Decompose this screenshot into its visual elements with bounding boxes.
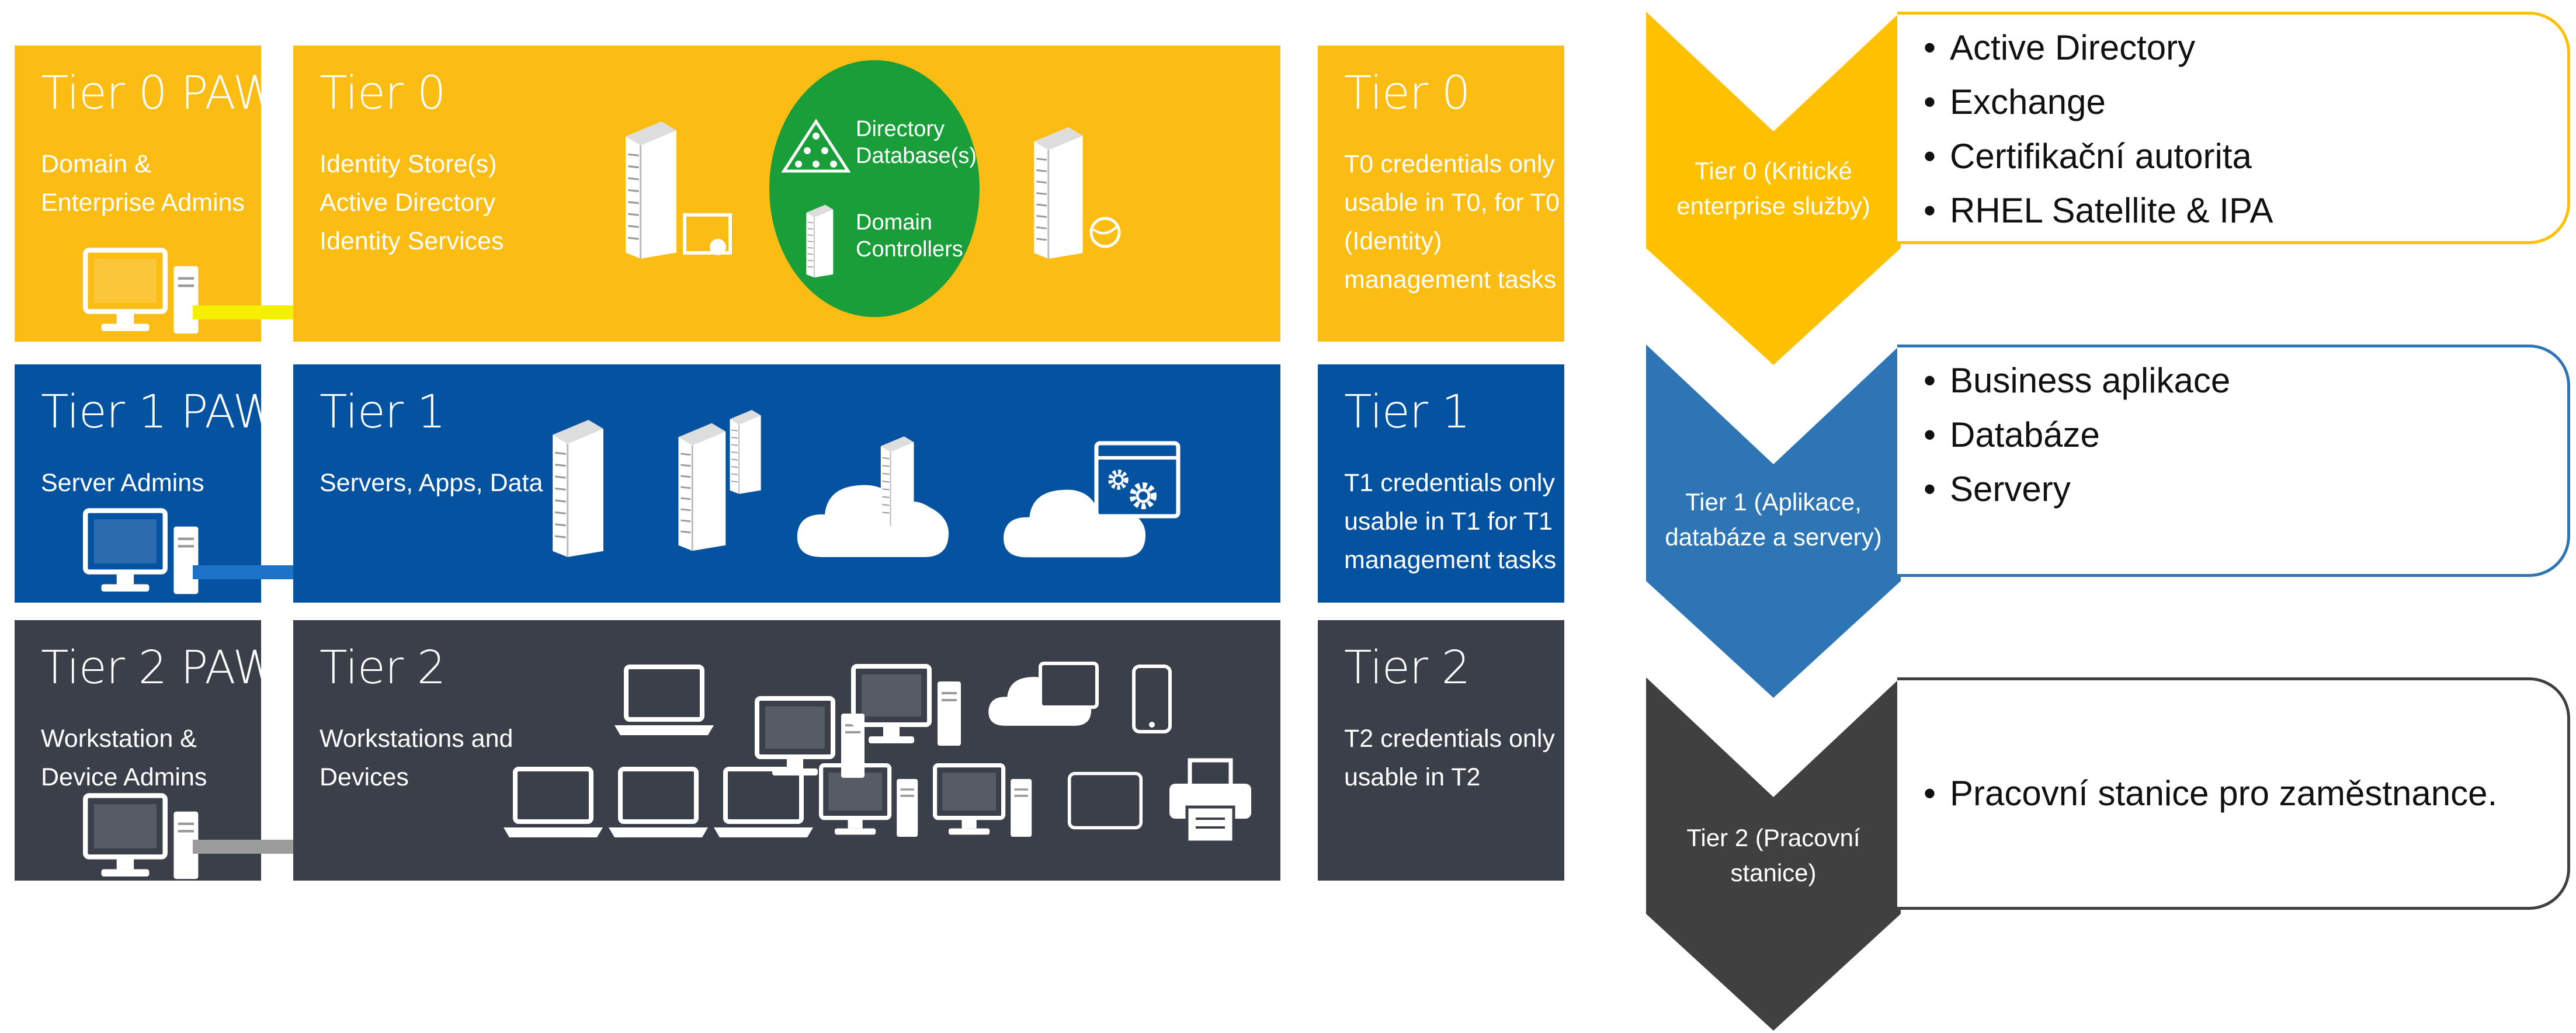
tier1-credentials-subtitle: T1 credentials only usable in T1 for T1 … bbox=[1344, 469, 1557, 574]
tier0-items-box: Active Directory Exchange Certifikační a… bbox=[1897, 12, 2570, 244]
tier2-title: Tier 2 bbox=[320, 642, 446, 694]
desktop-icon bbox=[933, 763, 1038, 842]
tier2-item: Pracovní stanice pro zaměstnance. bbox=[1924, 766, 2497, 820]
tier1-chevron-label: Tier 1 (Aplikace, databáze a servery) bbox=[1665, 488, 1882, 551]
tier2-subtitle: Workstations and Devices bbox=[320, 725, 513, 791]
tablet-icon bbox=[1039, 662, 1099, 709]
tier0-item: Active Directory bbox=[1924, 20, 2273, 75]
tier0-box: Tier 0 Identity Store(s) Active Director… bbox=[293, 46, 1280, 342]
globe-icon bbox=[1089, 217, 1121, 248]
tier0-title: Tier 0 bbox=[320, 67, 446, 120]
tier1-paw-title: Tier 1 PAW bbox=[41, 386, 277, 439]
domain-controller-icon bbox=[799, 203, 839, 279]
tier1-box: Tier 1 Servers, Apps, Data bbox=[293, 364, 1280, 603]
tier2-items-box: Pracovní stanice pro zaměstnance. bbox=[1897, 677, 2570, 910]
tier0-chevron-label: Tier 0 (Kritické enterprise služby) bbox=[1676, 157, 1870, 220]
tier0-credentials-box: Tier 0 T0 credentials only usable in T0,… bbox=[1318, 46, 1564, 342]
desktop-icon bbox=[819, 763, 924, 842]
tier1-items-box: Business aplikace Databáze Servery bbox=[1897, 345, 2570, 577]
server-cluster-icon bbox=[874, 434, 918, 528]
tier0-item: Certifikační autorita bbox=[1924, 129, 2273, 183]
database-icon bbox=[781, 119, 851, 173]
tier1-credentials-box: Tier 1 T1 credentials only usable in T1 … bbox=[1318, 364, 1564, 603]
settings-window-icon bbox=[1094, 441, 1181, 519]
tier1-credentials-title: Tier 1 bbox=[1344, 386, 1470, 439]
tier1-item: Servery bbox=[1924, 462, 2230, 516]
tier2-paw-subtitle: Workstation & Device Admins bbox=[41, 725, 207, 791]
tier2-chevron bbox=[1646, 677, 1901, 1031]
tier2-paw-title: Tier 2 PAW bbox=[41, 642, 277, 694]
laptop-icon bbox=[612, 664, 717, 740]
workstation-icon bbox=[83, 792, 206, 886]
printer-icon bbox=[1167, 757, 1254, 845]
tier1-chevron bbox=[1646, 345, 1901, 698]
tier2-credentials-title: Tier 2 bbox=[1344, 642, 1470, 694]
tier0-chevron bbox=[1646, 12, 1901, 365]
tier1-subtitle: Servers, Apps, Data bbox=[320, 469, 543, 497]
laptop-icon bbox=[711, 766, 816, 842]
desktop-icon bbox=[851, 664, 968, 752]
directory-database-label: Directory Database(s) bbox=[856, 117, 977, 168]
server-cluster-icon bbox=[723, 408, 766, 496]
tier0-credentials-title: Tier 0 bbox=[1344, 67, 1470, 120]
workstation-icon bbox=[83, 507, 206, 601]
server-cluster-icon bbox=[673, 411, 728, 563]
tablet-icon bbox=[1067, 769, 1143, 833]
tier1-item: Databáze bbox=[1924, 408, 2230, 462]
phone-icon bbox=[1131, 664, 1172, 734]
tier0-subtitle: Identity Store(s) Active Directory Ident… bbox=[320, 150, 504, 255]
tier0-item: RHEL Satellite & IPA bbox=[1924, 183, 2273, 238]
server-icon bbox=[1026, 124, 1088, 262]
directory-badge: Directory Database(s) Domain Controllers bbox=[769, 60, 980, 317]
tier1-item: Business aplikace bbox=[1924, 353, 2230, 408]
tier0-item: Exchange bbox=[1924, 75, 2273, 129]
laptop-icon bbox=[606, 766, 711, 842]
workstation-icon bbox=[83, 247, 206, 340]
tier0-credentials-subtitle: T0 credentials only usable in T0, for T0… bbox=[1344, 150, 1560, 294]
server-icon bbox=[617, 119, 682, 262]
server-icon bbox=[544, 417, 609, 560]
tier0-paw-box: Tier 0 PAW Domain & Enterprise Admins bbox=[15, 46, 277, 342]
tier0-paw-title: Tier 0 PAW bbox=[41, 67, 277, 120]
tier1-paw-subtitle: Server Admins bbox=[41, 469, 204, 497]
tier2-chevron-label: Tier 2 (Pracovní stanice) bbox=[1686, 824, 1860, 886]
tier2-credentials-subtitle: T2 credentials only usable in T2 bbox=[1344, 725, 1555, 791]
tier2-paw-box: Tier 2 PAW Workstation & Device Admins bbox=[15, 620, 277, 881]
tier1-title: Tier 1 bbox=[320, 386, 446, 439]
tier2-box: Tier 2 Workstations and Devices bbox=[293, 620, 1280, 881]
tier0-paw-subtitle: Domain & Enterprise Admins bbox=[41, 150, 245, 217]
domain-controllers-label: Domain Controllers bbox=[856, 210, 963, 262]
tier1-paw-box: Tier 1 PAW Server Admins bbox=[15, 364, 277, 603]
tier2-credentials-box: Tier 2 T2 credentials only usable in T2 bbox=[1318, 620, 1564, 881]
laptop-icon bbox=[501, 766, 606, 842]
certificate-icon bbox=[683, 213, 732, 255]
